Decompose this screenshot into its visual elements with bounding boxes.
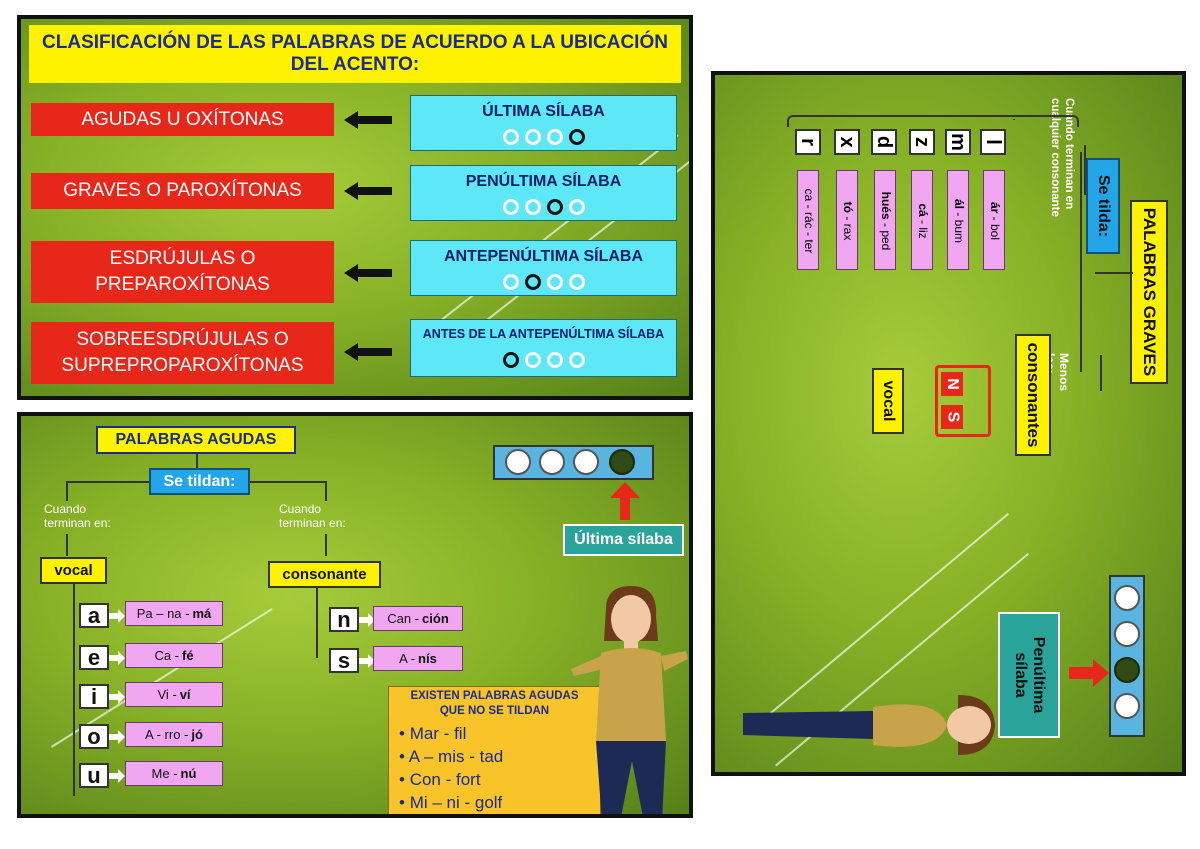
- letter-e: e: [79, 645, 109, 670]
- example-word: ál - bum: [947, 170, 969, 270]
- example-word: Pa – na -má: [125, 601, 223, 626]
- example-word: hués - ped: [874, 170, 896, 270]
- letter-s-box: S: [941, 405, 963, 429]
- letter-box: x: [834, 129, 860, 155]
- teacher-illustration: [743, 695, 995, 755]
- vocal-label: vocal: [872, 368, 904, 434]
- menos-las-label: Menos las:: [1043, 353, 1071, 392]
- example-word: ca - rác - ter: [797, 170, 819, 270]
- ns-bracket: [935, 365, 991, 437]
- example-word: Can -ción: [373, 606, 463, 631]
- letter-s: s: [329, 648, 359, 673]
- example-word: Me -nú: [125, 761, 223, 786]
- exception-item: • Mi – ni - golf: [399, 793, 503, 812]
- se-tildan-label: Se tildan:: [149, 468, 250, 495]
- cuando-label-left: Cuando terminan en:: [44, 502, 111, 530]
- syllable-bar: [493, 445, 654, 480]
- classification-slide: CLASIFICACIÓN DE LAS PALABRAS DE ACUERDO…: [17, 15, 693, 400]
- antepenultima-box: ANTEPENÚLTIMA SÍLABA: [410, 240, 677, 296]
- letter-o: o: [79, 724, 109, 749]
- items-bracket: [787, 115, 1079, 127]
- syllable-dots: [411, 274, 676, 290]
- left-arrow-icon: [344, 111, 392, 129]
- letter-n: n: [329, 607, 359, 632]
- left-arrow-icon: [344, 182, 392, 200]
- left-arrow-icon: [344, 343, 392, 361]
- right-arrow-icon: [109, 609, 125, 623]
- syllable-dots: [411, 129, 676, 145]
- se-tilda-label: Se tilda:: [1086, 158, 1120, 254]
- left-arrow-icon: [344, 264, 392, 282]
- letter-u: u: [79, 763, 109, 788]
- penultima-text: PENÚLTIMA SÍLABA: [465, 173, 622, 190]
- right-arrow-icon: [109, 769, 125, 783]
- graves-title: PALABRAS GRAVES: [1130, 200, 1168, 384]
- up-arrow-icon: [610, 482, 640, 520]
- agudas-label: AGUDAS U OXÍTONAS: [31, 103, 334, 136]
- right-arrow-icon: [359, 613, 375, 627]
- example-word: A - rro -jó: [125, 722, 223, 747]
- syllable-bar: [1109, 575, 1145, 737]
- teacher-illustration: [571, 586, 688, 814]
- letter-box: z: [909, 129, 935, 155]
- right-arrow-icon: [359, 654, 375, 668]
- letter-i: i: [79, 684, 109, 709]
- letter-n-box: N: [941, 372, 963, 396]
- right-arrow-icon: [109, 730, 125, 744]
- vocal-label: vocal: [40, 557, 107, 584]
- exception-item: • Con - fort: [399, 770, 481, 789]
- antepenultima-text: ANTEPENÚLTIMA SÍLABA: [443, 248, 644, 265]
- ultima-text: ÚLTIMA SÍLABA: [482, 103, 605, 120]
- syllable-dots: [411, 199, 676, 215]
- exception-item: • A – mis - tad: [399, 747, 504, 766]
- syllable-dots: [411, 352, 676, 368]
- graves-label: GRAVES O PAROXÍTONAS: [31, 173, 334, 209]
- consonantes-label: consonantes: [1015, 334, 1051, 456]
- right-arrow-icon: [109, 651, 125, 665]
- agudas-title: PALABRAS AGUDAS: [96, 426, 296, 454]
- letter-a: a: [79, 603, 109, 628]
- ultima-silaba-label: Última sílaba: [563, 524, 684, 556]
- classification-title: CLASIFICACIÓN DE LAS PALABRAS DE ACUERDO…: [29, 25, 681, 83]
- letter-box: r: [795, 129, 821, 155]
- example-word: ár - bol: [983, 170, 1005, 270]
- right-arrow-icon: [1069, 659, 1109, 687]
- esdrujulas-label: ESDRÚJULAS O PREPAROXÍTONAS: [31, 241, 334, 303]
- antes-text: ANTES DE LA ANTEPENÚLTIMA SÍLABA: [422, 327, 665, 341]
- letter-box: d: [871, 129, 897, 155]
- letter-box: l: [980, 129, 1006, 155]
- graves-slide: PALABRAS GRAVES Se tilda: Cuando termina…: [711, 71, 1186, 776]
- exception-item: • Mar - fil: [399, 724, 467, 743]
- example-word: cá - liz: [911, 170, 933, 270]
- agudas-slide: PALABRAS AGUDAS Se tildan: Cuando termin…: [17, 412, 693, 818]
- ultima-box: ÚLTIMA SÍLABA: [410, 95, 677, 151]
- sobreesdrujulas-label: SOBREESDRÚJULAS O SUPREPROPAROXÍTONAS: [31, 322, 334, 384]
- example-word: A -nís: [373, 646, 463, 671]
- consonante-label: consonante: [268, 561, 381, 588]
- exceptions-title: EXISTEN PALABRAS AGUDAS QUE NO SE TILDAN: [410, 690, 579, 717]
- cuando-label-right: Cuando terminan en:: [279, 502, 346, 530]
- example-word: Vi -ví: [125, 682, 223, 707]
- penultima-box: PENÚLTIMA SÍLABA: [410, 165, 677, 221]
- exceptions-box: EXISTEN PALABRAS AGUDAS QUE NO SE TILDAN…: [388, 686, 601, 814]
- letter-box: m: [945, 129, 971, 155]
- antes-box: ANTES DE LA ANTEPENÚLTIMA SÍLABA: [410, 319, 677, 377]
- example-word: Ca -fé: [125, 643, 223, 668]
- example-word: tó - rax: [836, 170, 858, 270]
- penultima-silaba-label: Penúltima sílaba: [998, 612, 1060, 738]
- right-arrow-icon: [109, 690, 125, 704]
